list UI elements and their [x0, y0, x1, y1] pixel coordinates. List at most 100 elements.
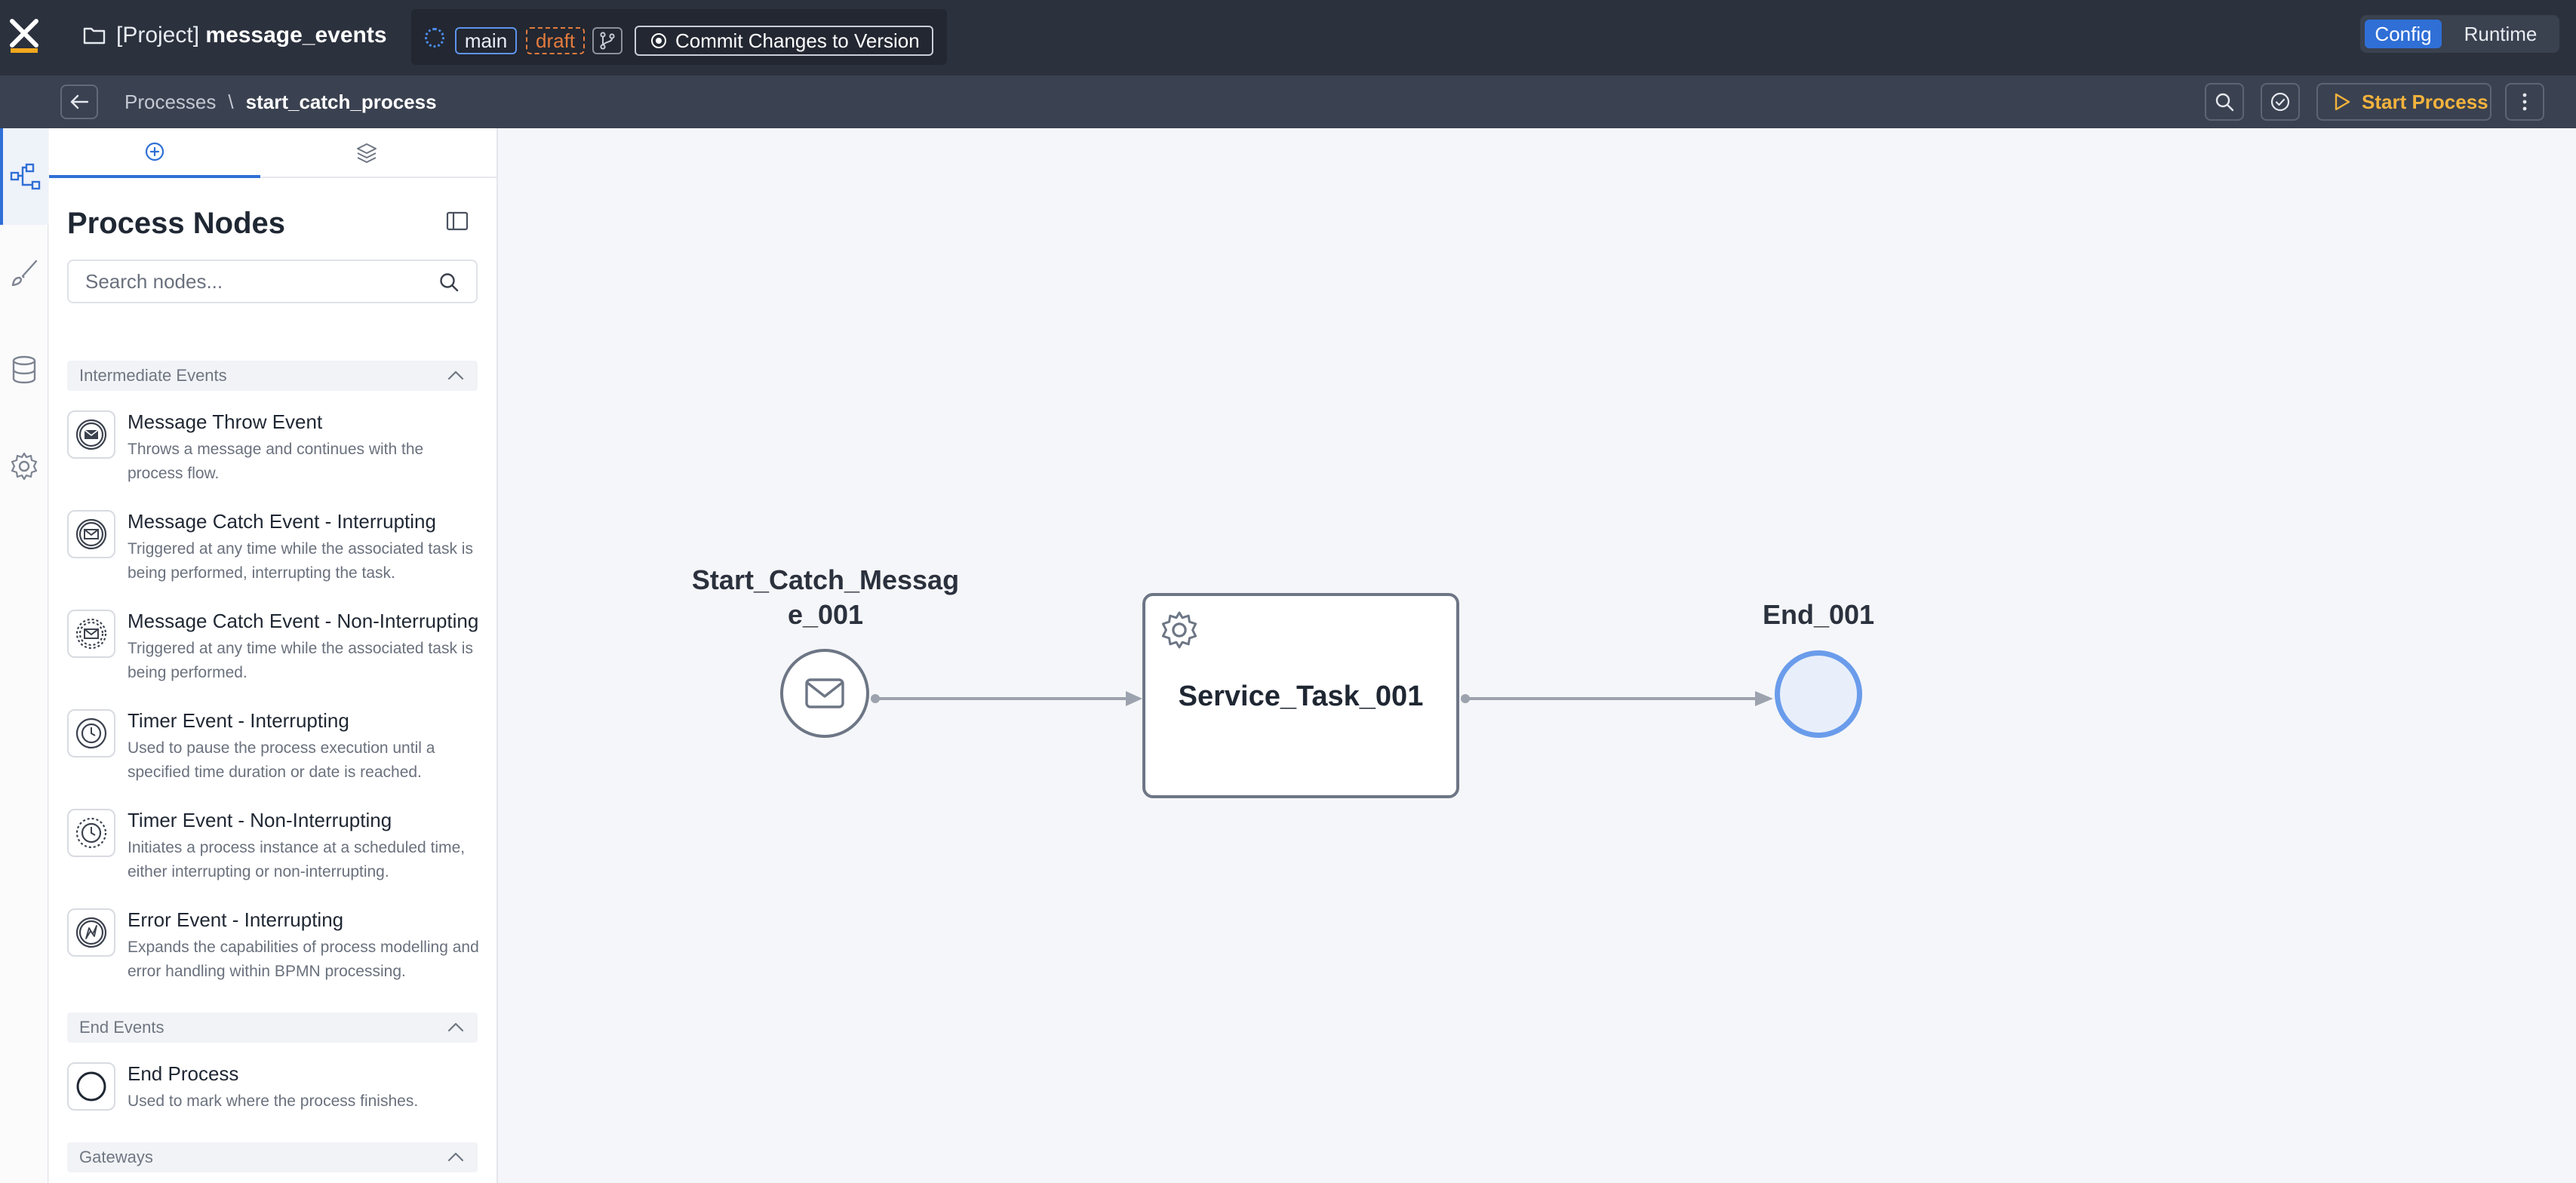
app-logo-icon[interactable]	[8, 17, 41, 54]
node-message-catch-interrupting[interactable]: Message Catch Event - Interrupting Trigg…	[67, 505, 482, 596]
start-event-label: Start_Catch_Messag e_001	[678, 563, 973, 632]
node-description: Initiates a process instance at a schedu…	[128, 839, 466, 880]
more-options-button[interactable]	[2505, 83, 2544, 121]
left-icon-rail	[0, 128, 48, 1183]
node-title: Timer Event - Interrupting	[128, 709, 349, 732]
node-title: Message Catch Event - Interrupting	[128, 510, 436, 533]
breadcrumb-processes[interactable]: Processes	[124, 90, 217, 113]
flow-task-to-end[interactable]	[1461, 691, 1773, 706]
service-task-node[interactable]: Service_Task_001	[1142, 593, 1459, 798]
timer-dashed-icon	[67, 809, 115, 857]
node-error-interrupting[interactable]: Error Event - Interrupting Expands the c…	[67, 904, 482, 994]
process-nodes-panel: Process Nodes Intermediate Events Messag…	[49, 128, 498, 1183]
more-vertical-icon	[2522, 93, 2527, 111]
sequence-flows	[871, 691, 1773, 706]
node-description: Used to pause the process execution unti…	[128, 739, 435, 781]
check-circle-icon	[2270, 92, 2290, 112]
config-mode-button[interactable]: Config	[2365, 20, 2442, 48]
play-icon	[2335, 93, 2350, 111]
node-description: Throws a message and continues with the …	[128, 441, 424, 482]
plus-circle-icon	[145, 142, 164, 161]
section-label: Intermediate Events	[79, 366, 227, 385]
node-message-throw-event[interactable]: Message Throw Event Throws a message and…	[67, 406, 482, 496]
folder-icon	[83, 27, 106, 45]
end-event-node[interactable]	[1775, 650, 1862, 738]
search-icon	[2215, 93, 2234, 112]
message-catch-dashed-icon	[67, 610, 115, 658]
section-label: Gateways	[79, 1148, 153, 1166]
node-description: Expands the capabilities of process mode…	[128, 939, 479, 980]
node-title: Message Throw Event	[128, 410, 323, 433]
process-flow-icon	[10, 163, 41, 190]
node-timer-interrupting[interactable]: Timer Event - Interrupting Used to pause…	[67, 705, 482, 795]
section-intermediate-events[interactable]: Intermediate Events	[67, 361, 478, 391]
arrow-left-icon	[70, 94, 89, 109]
search-button[interactable]	[2205, 83, 2244, 121]
git-branch-icon	[600, 32, 615, 50]
node-message-catch-non-interrupting[interactable]: Message Catch Event - Non-Interrupting T…	[67, 605, 482, 696]
chevron-up-icon	[447, 1022, 464, 1032]
commit-label: Commit Changes to Version	[675, 29, 920, 52]
top-bar: [Project] message_events main draft Comm…	[0, 0, 2576, 75]
start-process-button[interactable]: Start Process	[2316, 83, 2491, 121]
node-title: End Process	[128, 1062, 239, 1085]
database-icon	[12, 355, 36, 384]
record-icon	[651, 33, 666, 48]
message-catch-icon	[67, 510, 115, 558]
breadcrumb: Processes \ start_catch_process	[124, 86, 437, 118]
sync-status-icon	[425, 28, 444, 48]
node-title: Message Catch Event - Non-Interrupting	[128, 610, 479, 632]
project-title[interactable]: [Project] message_events	[83, 20, 387, 51]
node-description: Triggered at any time while the associat…	[128, 640, 473, 681]
tab-add-nodes[interactable]	[49, 128, 260, 178]
chevron-up-icon	[447, 370, 464, 380]
panel-tabs	[49, 128, 496, 178]
commit-changes-button[interactable]: Commit Changes to Version	[635, 26, 933, 56]
sub-bar: Processes \ start_catch_process Start Pr…	[0, 75, 2576, 128]
process-canvas[interactable]: Start_Catch_Messag e_001 Service_Task_00…	[500, 128, 2576, 1183]
rail-data[interactable]	[0, 321, 48, 418]
section-gateways[interactable]: Gateways	[67, 1142, 478, 1172]
message-throw-icon	[67, 410, 115, 459]
node-description: Used to mark where the process finishes.	[128, 1092, 419, 1110]
flow-start-to-task[interactable]	[871, 691, 1142, 706]
branch-menu-button[interactable]	[592, 27, 622, 54]
breadcrumb-separator: \	[228, 90, 234, 113]
search-icon[interactable]	[438, 272, 460, 293]
breadcrumb-current: start_catch_process	[245, 90, 437, 113]
node-title: Timer Event - Non-Interrupting	[128, 809, 392, 831]
start-event-label-line2: e_001	[787, 599, 864, 630]
rail-style[interactable]	[0, 225, 48, 321]
rail-process-nodes[interactable]	[0, 128, 48, 225]
node-end-process[interactable]: End Process Used to mark where the proce…	[67, 1058, 482, 1148]
timer-icon	[67, 709, 115, 757]
error-event-icon	[67, 908, 115, 957]
rail-settings[interactable]	[0, 418, 48, 515]
runtime-mode-button[interactable]: Runtime	[2464, 22, 2538, 45]
back-button[interactable]	[60, 84, 98, 119]
tab-layers[interactable]	[260, 128, 473, 178]
validate-button[interactable]	[2261, 83, 2300, 121]
branch-badge[interactable]: main	[455, 27, 517, 54]
version-control-group: main draft Commit Changes to Version	[411, 9, 947, 65]
sidebar-collapse-icon[interactable]	[444, 208, 470, 234]
start-message-event[interactable]	[780, 649, 869, 738]
draft-badge: draft	[526, 27, 585, 54]
node-description: Triggered at any time while the associat…	[128, 540, 473, 582]
project-name: message_events	[205, 23, 387, 48]
section-label: End Events	[79, 1018, 164, 1037]
start-event-label-line1: Start_Catch_Messag	[691, 564, 960, 595]
search-input[interactable]	[84, 267, 416, 296]
panel-title: Process Nodes	[67, 207, 286, 240]
gear-icon	[11, 452, 38, 481]
project-prefix: [Project]	[116, 23, 200, 48]
service-task-label: Service_Task_001	[1178, 681, 1424, 712]
node-timer-non-interrupting[interactable]: Timer Event - Non-Interrupting Initiates…	[67, 804, 482, 895]
section-end-events[interactable]: End Events	[67, 1012, 478, 1043]
mode-switch: Config Runtime	[2360, 15, 2559, 53]
search-nodes	[67, 260, 478, 303]
chevron-up-icon	[447, 1152, 464, 1162]
start-process-label: Start Process	[2362, 90, 2488, 113]
brush-icon	[11, 260, 38, 287]
layers-icon	[357, 143, 377, 163]
